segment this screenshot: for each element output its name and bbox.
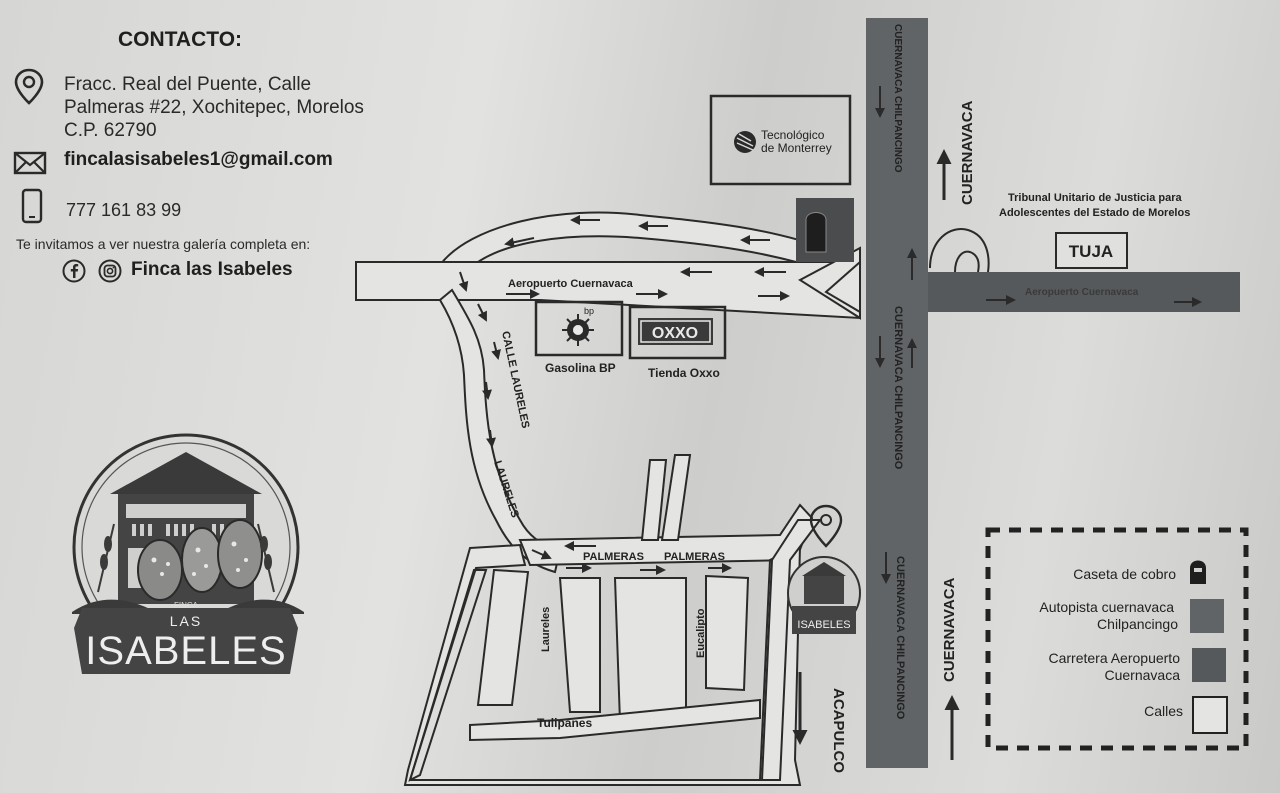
direction-cuernavaca-top: CUERNAVACA [959,100,976,205]
logo-small-text: FINCA [174,601,199,610]
direction-cuernavaca-bottom: CUERNAVACA [941,577,958,682]
eucalipto-label: Eucalipto [695,608,707,658]
streets [355,211,861,786]
tuja-label: TUJA [1069,242,1113,261]
envelope-icon [13,151,47,175]
bp-logo-icon [562,314,594,346]
legend-autopista-swatch [1190,599,1224,633]
gallery-invite-text: Te invitamos a ver nuestra galería compl… [16,236,311,252]
tribunal-line1: Tribunal Unitario de Justicia para [1008,192,1182,204]
facebook-icon[interactable] [62,259,86,283]
phone-icon [21,188,43,224]
contact-email[interactable]: fincalasisabeles1@gmail.com [64,149,333,170]
tec-name-line2: de Monterrey [761,141,832,155]
oxxo-logo-icon [638,318,713,345]
oxxo-store-building [628,305,727,360]
carretera-aeropuerto-road [920,272,1240,312]
bp-station-building [534,300,624,357]
legend-calles-swatch [1192,696,1228,734]
logo-name-text: ISABELES [85,629,286,673]
bp-logo-text: bp [584,306,594,316]
tienda-oxxo-label: Tienda Oxxo [648,366,720,380]
destination-pin-icon [809,504,843,548]
tec-monterrey-building [709,94,852,186]
contact-title: CONTACTO: [118,28,243,51]
palmeras-label-2: PALMERAS [664,551,725,563]
traffic-arrows [458,86,1202,584]
contact-address: Fracc. Real del Puente, Calle Palmeras #… [64,74,364,141]
calle-laureles-label: CALLE LAURELES [499,330,531,429]
aeropuerto-label-left: Aeropuerto Cuernavaca [508,278,634,290]
legend-carretera-line2: Cuernavaca [1105,667,1181,683]
autopista-label-top: CUERNAVACA CHILPANCINGO [892,24,903,173]
tulipanes-label: Tulipanes [537,716,592,730]
legend-caseta-icon [1190,560,1206,584]
autopista-road [866,18,928,768]
palmeras-label-1: PALMERAS [583,551,644,563]
legend-autopista-line2: Chilpancingo [1097,616,1178,632]
direction-acapulco: ACAPULCO [830,688,847,773]
social-account-name[interactable]: Finca las Isabeles [131,259,293,280]
oxxo-logo-text: OXXO [652,325,698,342]
tribunal-line2: Adolescentes del Estado de Morelos [999,207,1190,219]
finca-small-logo: ISABELES [787,556,861,634]
autopista-label-mid: CUERNAVACA CHILPANCINGO [892,306,904,470]
legend-autopista-line1: Autopista cuernavaca [1039,599,1174,615]
instagram-icon[interactable] [98,259,122,283]
map-legend [985,527,1249,751]
legend-carretera-swatch [1192,648,1226,682]
tuja-building [1055,232,1128,269]
tec-name-line1: Tecnológico [761,128,825,142]
gasolina-bp-label: Gasolina BP [545,361,616,375]
laureles-street-label: Laureles [540,607,552,652]
finca-las-isabeles-logo: FINCA LAS ISABELES [72,433,304,674]
legend-carretera-line1: Carretera Aeropuerto [1048,650,1180,666]
small-logo-text: ISABELES [797,619,850,631]
legend-caseta: Caseta de cobro [1073,566,1176,582]
logo-las-text: LAS [170,613,202,629]
autopista-label-bottom: CUERNAVACA CHILPANCINGO [894,556,906,720]
aeropuerto-label-right: Aeropuerto Cuernavaca [1025,287,1139,298]
legend-calles: Calles [1144,703,1183,719]
location-pin-icon [14,68,44,105]
contact-phone[interactable]: 777 161 83 99 [66,200,182,220]
